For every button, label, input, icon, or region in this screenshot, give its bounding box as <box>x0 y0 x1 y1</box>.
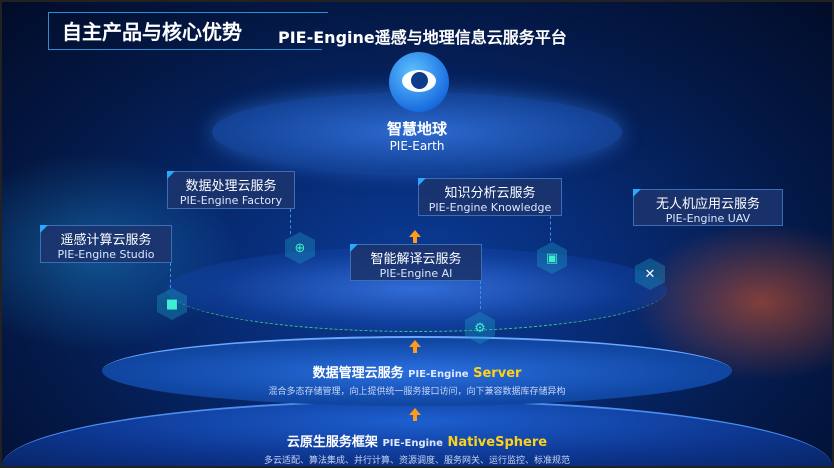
service-en: PIE-Engine AI <box>379 267 453 280</box>
connector <box>550 216 551 241</box>
native-highlight: NativeSphere <box>447 435 548 450</box>
eye-logo-icon <box>389 52 449 112</box>
server-layer-title: 数据管理云服务 PIE-Engine Server <box>2 362 832 381</box>
arrow-up-icon <box>409 408 421 421</box>
service-label: 无人机应用云服务 <box>655 197 760 212</box>
ai-cube-icon: ⚙ <box>465 312 495 344</box>
service-label: 数据处理云服务 <box>185 179 277 194</box>
server-disc <box>102 336 732 406</box>
connector <box>170 263 171 288</box>
studio-cube-icon: ■ <box>157 288 187 320</box>
native-pe: PIE-Engine <box>382 438 443 449</box>
service-label: 知识分析云服务 <box>444 186 536 201</box>
uav-drone-icon: ✕ <box>635 258 665 290</box>
title-underline <box>48 49 322 50</box>
arrow-up-icon <box>409 230 421 243</box>
earth-title: 智慧地球 <box>386 120 447 138</box>
server-highlight: Server <box>473 366 522 381</box>
service-label: 遥感计算云服务 <box>60 233 152 248</box>
native-cn: 云原生服务框架 <box>286 435 378 450</box>
page-subtitle: PIE-Engine遥感与地理信息云服务平台 <box>278 28 567 47</box>
server-description: 混合多态存储管理，向上提供统一服务接口访问，向下兼容数据库存储异构 <box>268 387 566 397</box>
server-cn: 数据管理云服务 <box>312 366 404 381</box>
native-layer-title: 云原生服务框架 PIE-Engine NativeSphere <box>2 431 832 450</box>
service-en: PIE-Engine Knowledge <box>428 201 552 214</box>
earth-subtitle: PIE-Earth <box>389 139 445 153</box>
connector <box>480 281 481 309</box>
connector <box>290 209 291 234</box>
service-en: PIE-Engine UAV <box>665 212 751 225</box>
title-frame <box>48 12 328 50</box>
page-title: 自主产品与核心优势 <box>62 20 242 44</box>
service-en: PIE-Engine Studio <box>57 248 155 261</box>
arrow-up-icon <box>409 340 421 353</box>
service-label: 智能解译云服务 <box>370 252 462 267</box>
server-pe: PIE-Engine <box>408 369 469 380</box>
service-en: PIE-Engine Factory <box>179 194 283 207</box>
native-description: 多云适配、算法集成、并行计算、资源调度、服务网关、运行监控、标准规范 <box>263 456 570 466</box>
